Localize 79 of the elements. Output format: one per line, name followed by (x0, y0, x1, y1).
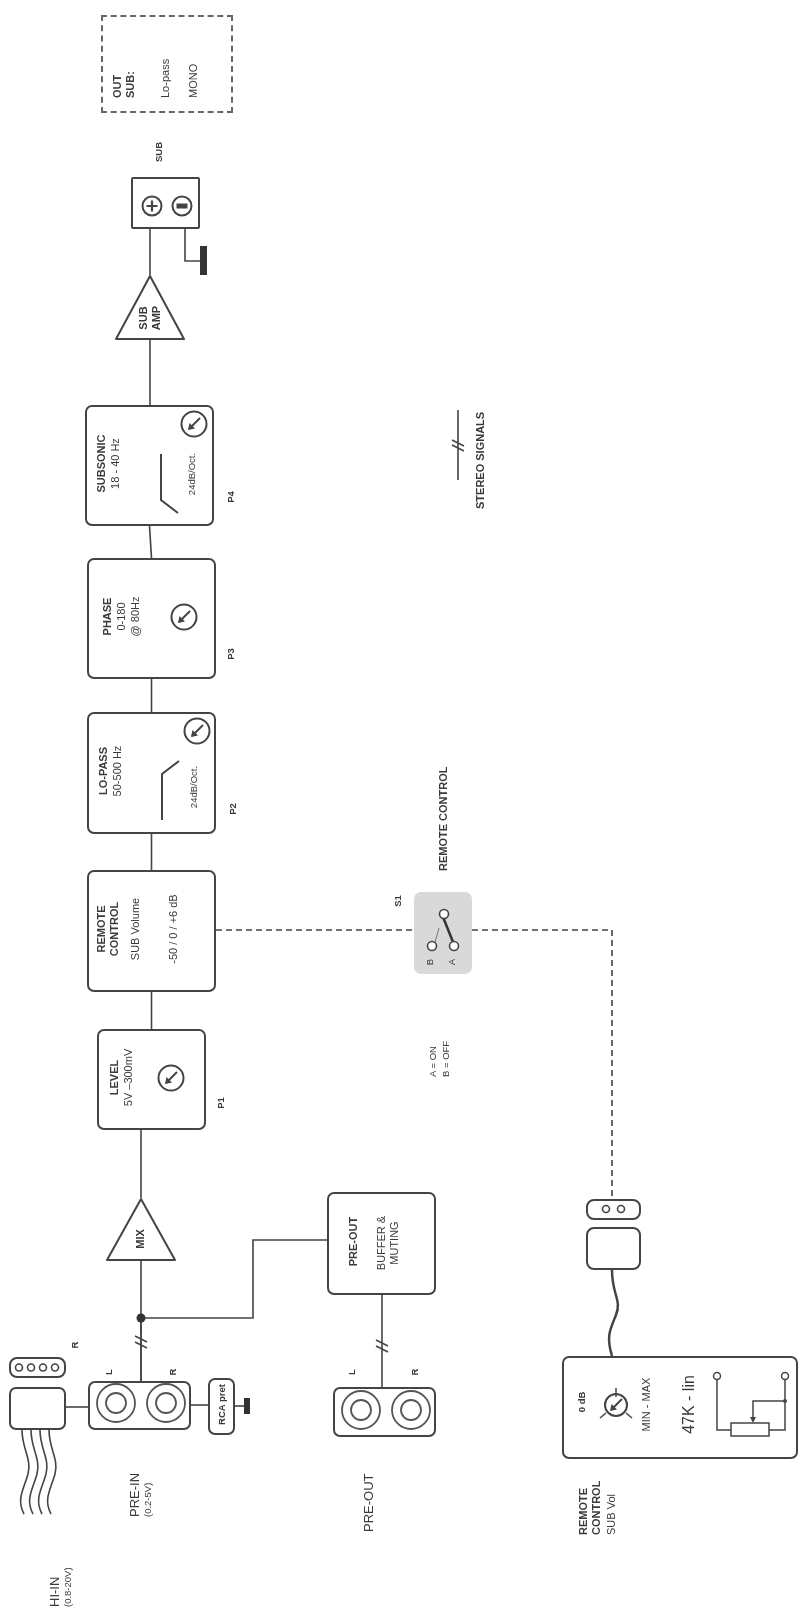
caption-label: HI-IN (48, 1576, 63, 1607)
signal-line (140, 1129, 142, 1199)
switch-position-label: B (425, 958, 436, 966)
caption-label: (0.8-20V) (63, 1567, 74, 1607)
switch-state-note: B = OFF (441, 1040, 452, 1077)
channel-label: L (347, 1369, 358, 1375)
rca-jack-panel (333, 1387, 436, 1437)
block-title: PHASE (101, 597, 114, 636)
mixer-triangle (106, 1198, 176, 1261)
control-line (215, 929, 415, 931)
signal-line (65, 1406, 89, 1408)
block-title: RCA pret (217, 1384, 228, 1425)
potentiometer-value: 47K - lin (680, 1375, 698, 1434)
block-label: 24dB/Oct. (189, 765, 200, 809)
protection-box (208, 1378, 235, 1435)
caption-label: PRE-OUT (362, 1473, 377, 1532)
knob-range-label: MIN - MAX (640, 1377, 653, 1432)
channel-label: R (168, 1368, 179, 1376)
signal-line (190, 1404, 209, 1406)
part-number: P3 (226, 648, 237, 660)
amplifier-triangle (115, 275, 185, 340)
rca-jack-panel (88, 1381, 191, 1430)
block-title: SUBSONIC (95, 434, 108, 493)
legend-label: STEREO SIGNALS (474, 411, 487, 509)
caption-label: REMOTE CONTROL (577, 1479, 603, 1535)
block-label: -50 / 0 / +6 dB (167, 894, 180, 964)
connector-block (9, 1387, 66, 1430)
switch-state-note: A = ON (428, 1046, 439, 1077)
signal-line (150, 991, 153, 1030)
process-box (87, 870, 216, 992)
remote-control-box (562, 1356, 798, 1459)
part-number: S1 (393, 895, 404, 907)
part-number: P1 (216, 1097, 227, 1109)
block-title: REMOTE CONTROL (95, 900, 121, 959)
part-number: P2 (228, 803, 239, 815)
caption-label: (0.2-5V) (143, 1482, 154, 1517)
cable (607, 1269, 620, 1357)
block-label: 24dB/Oct. (187, 452, 198, 496)
caption-label: SUB (154, 141, 165, 163)
block-label: SUB Volume (129, 897, 142, 961)
process-box (327, 1192, 436, 1295)
signal-line (381, 1294, 383, 1388)
block-title: SUB AMP (137, 304, 163, 333)
block-label: @ 80Hz (129, 596, 142, 637)
signal-line (148, 525, 153, 559)
signal-line (150, 678, 153, 713)
connector-plug (586, 1199, 641, 1270)
caption-label: SUB Vol (605, 1494, 618, 1535)
caption-label: PRE-IN (128, 1472, 143, 1517)
signal-line (150, 833, 153, 871)
channel-label: R (410, 1368, 421, 1376)
process-box (85, 405, 214, 526)
block-label: BUFFER & MUTING (375, 1214, 401, 1273)
channel-label: R (70, 1341, 81, 1349)
signal-line (140, 1239, 328, 1382)
block-title: PRE-OUT (347, 1216, 360, 1267)
block-title: MIX (134, 1229, 147, 1249)
speaker-terminal-block (131, 177, 200, 229)
knob-label: 0 dB (577, 1391, 588, 1413)
process-box (97, 1029, 206, 1130)
block-label: 50-500 Hz (111, 745, 124, 797)
block-label: 18 - 40 Hz (109, 438, 122, 489)
block-label: 5V –300mV (122, 1048, 135, 1107)
block-label: 0-180 (115, 602, 128, 631)
block-title: LEVEL (108, 1059, 121, 1096)
signal-line (149, 339, 151, 406)
switch-caption: REMOTE CONTROL (437, 766, 450, 871)
switch-position-label: A (447, 958, 458, 966)
note-text: Lo-pass (159, 58, 172, 98)
note-text: MONO (187, 63, 200, 98)
part-number: P4 (226, 491, 237, 503)
channel-label: L (104, 1369, 115, 1375)
process-box (87, 712, 216, 834)
block-title: LO-PASS (97, 746, 110, 796)
signal-line (149, 228, 151, 276)
process-box (87, 558, 216, 679)
switch-box (414, 892, 472, 974)
note-box (101, 15, 233, 113)
note-title: OUT SUB: (111, 70, 137, 98)
